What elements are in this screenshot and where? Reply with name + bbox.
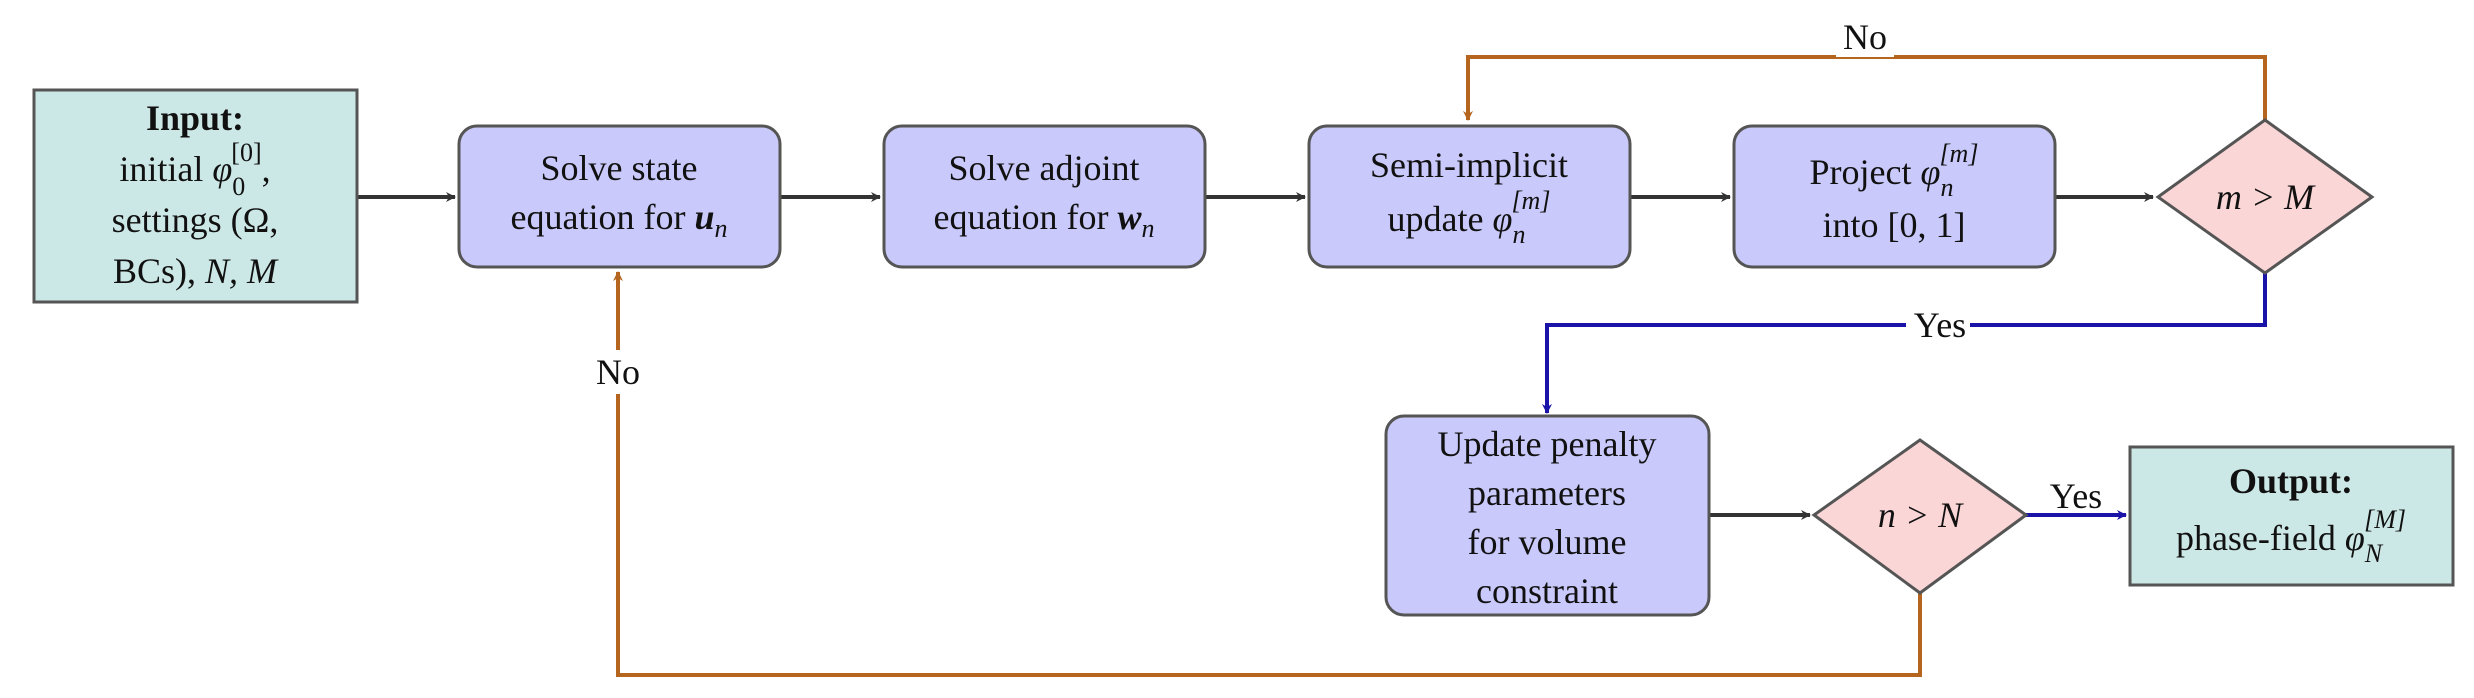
arrow-n-no-loop <box>613 271 1922 677</box>
input-line-3: BCs), N, M <box>113 251 279 291</box>
update-line-2: update φn[m] <box>1388 186 1551 249</box>
solve-state-line-1: Solve state <box>541 148 698 188</box>
solve-adjoint-line-2: equation for wn <box>934 197 1155 243</box>
penalty-line-2: parameters <box>1468 473 1626 513</box>
edge-label-m-yes: Yes <box>1906 305 1970 345</box>
output-line-2: phase-field φN[M] <box>2176 505 2406 568</box>
output-title: Output: <box>2229 461 2353 501</box>
semi-implicit-update-node: Semi-implicit update φn[m] <box>1307 124 1632 269</box>
solve-state-node: Solve state equation for un <box>457 124 782 269</box>
edge-label-n-yes-text: Yes <box>2050 476 2102 516</box>
update-line-1: Semi-implicit <box>1370 145 1568 185</box>
edge-label-m-yes-text: Yes <box>1914 305 1966 345</box>
project-line-2: into [0, 1] <box>1823 205 1966 245</box>
input-node: Input: initial φ0[0], settings (Ω, BCs),… <box>32 88 359 304</box>
penalty-line-1: Update penalty <box>1438 424 1657 464</box>
edge-label-m-no: No <box>1836 17 1894 57</box>
input-line-2: settings (Ω, <box>112 200 279 240</box>
penalty-update-node: Update penalty parameters for volume con… <box>1384 414 1711 617</box>
project-line-1: Project φn[m] <box>1810 139 1979 202</box>
decision-m-node: m > M <box>2155 118 2375 275</box>
project-node: Project φn[m] into [0, 1] <box>1732 124 2057 269</box>
edge-label-n-no: No <box>588 350 648 394</box>
decision-n-text: n > N <box>1878 495 1964 535</box>
output-node: Output: phase-field φN[M] <box>2128 445 2455 587</box>
edge-label-m-no-text: No <box>1843 17 1887 57</box>
penalty-line-3: for volume <box>1468 522 1627 562</box>
flow-arrows <box>357 192 2154 520</box>
solve-state-line-2: equation for un <box>511 197 728 243</box>
decision-m-text: m > M <box>2216 177 2316 217</box>
solve-adjoint-line-1: Solve adjoint <box>949 148 1140 188</box>
arrow-m-no-loop <box>1463 55 2267 121</box>
penalty-line-4: constraint <box>1476 571 1618 611</box>
decision-n-node: n > N <box>1811 438 2029 595</box>
solve-adjoint-node: Solve adjoint equation for wn <box>882 124 1207 269</box>
input-line-1: initial φ0[0], <box>119 138 270 201</box>
edge-label-n-no-text: No <box>596 352 640 392</box>
input-title: Input: <box>146 98 244 138</box>
